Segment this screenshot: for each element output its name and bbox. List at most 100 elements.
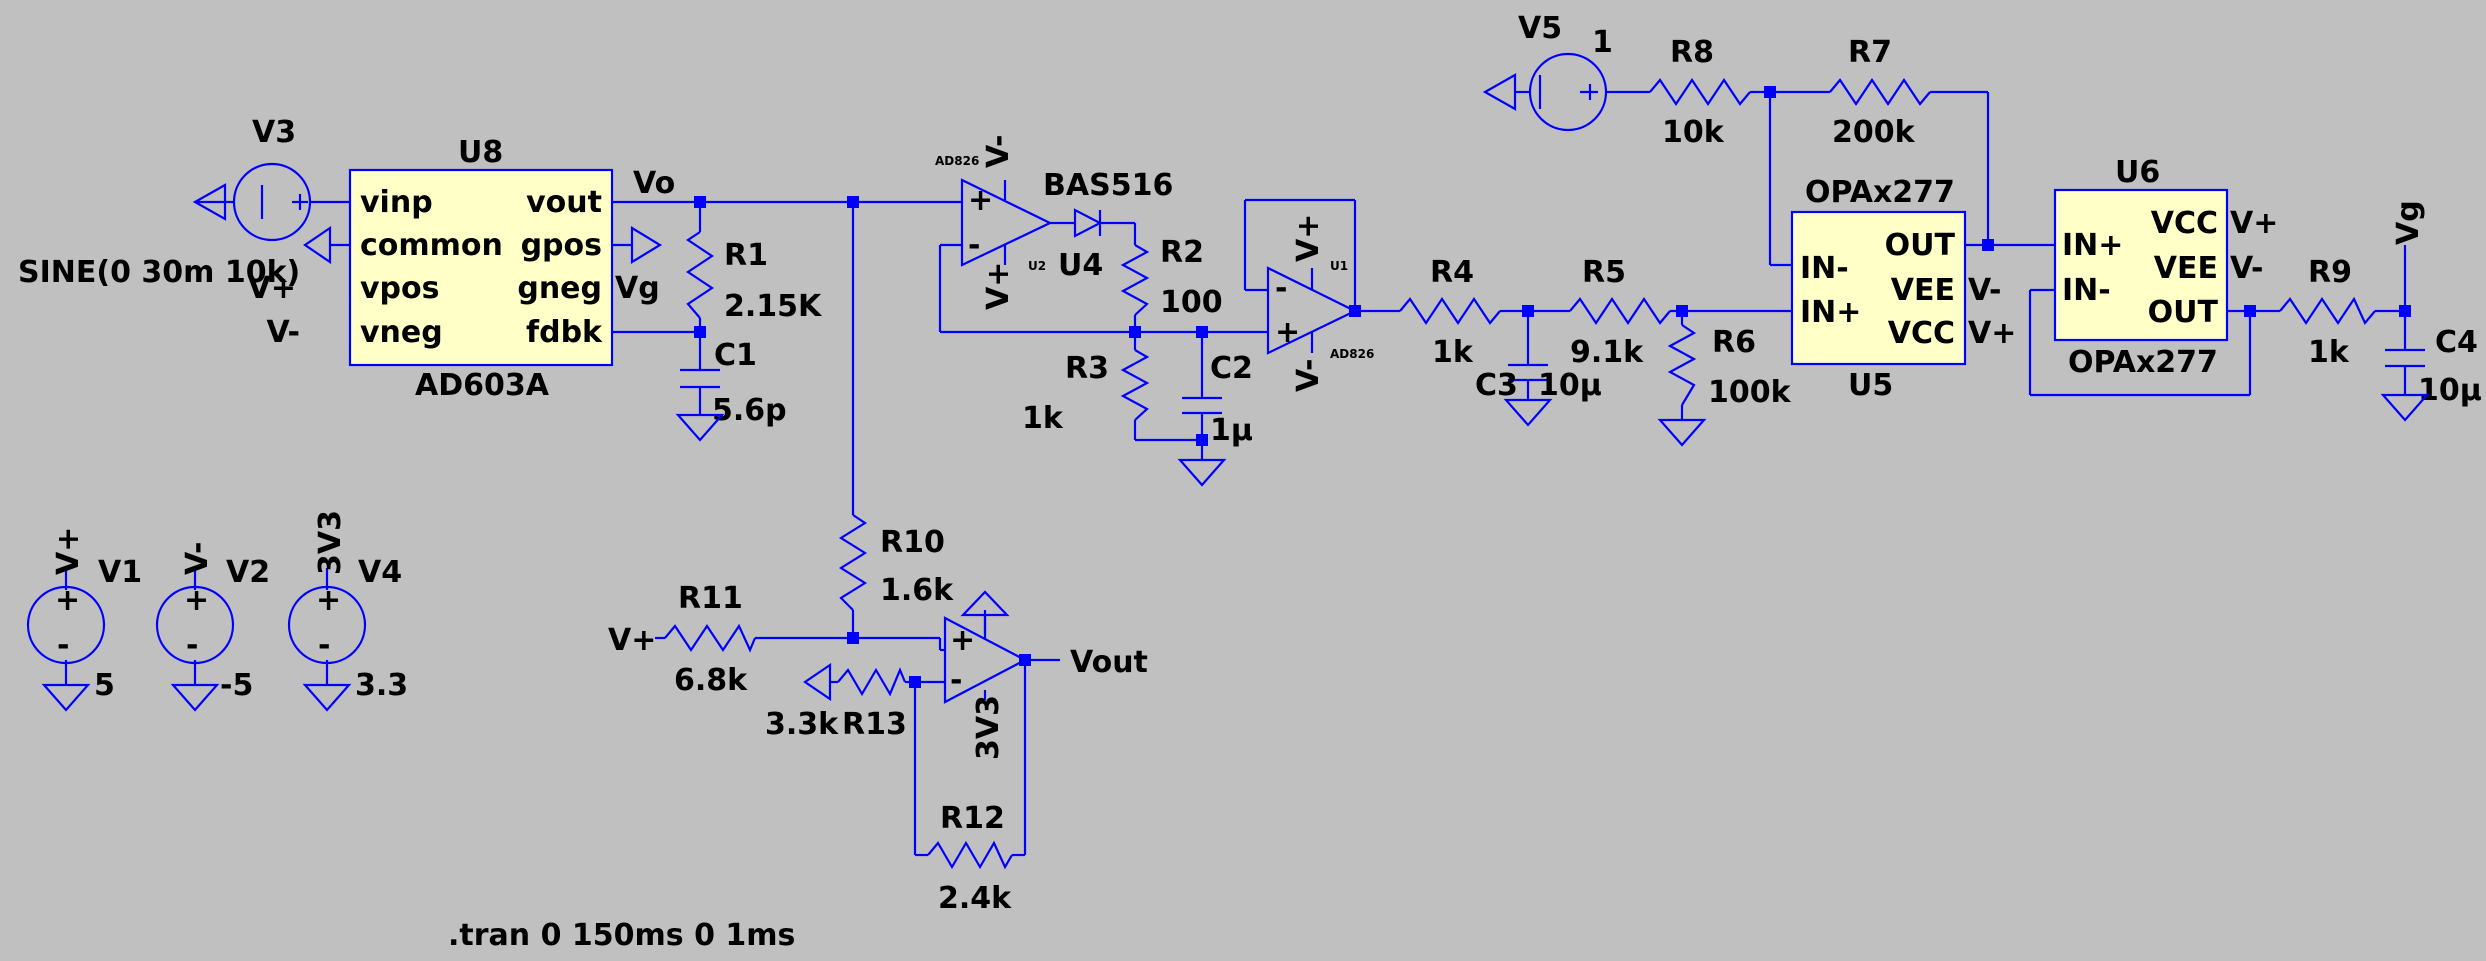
junction-dots	[694, 86, 2411, 688]
u8-pin-fdbk: fdbk	[526, 315, 603, 350]
u1-vplus: V+	[1291, 214, 1326, 262]
u2-opamp[interactable]: + - AD826 U2 V- V+	[935, 135, 1053, 311]
r8-name: R8	[1670, 35, 1714, 70]
r6-resistor[interactable]: R6 100k	[1667, 324, 1792, 410]
r11-vplus-net: V+	[608, 623, 656, 658]
r2-resistor[interactable]: R2 100	[1120, 235, 1223, 320]
svg-text:-: -	[57, 628, 69, 663]
common-ground-arrow	[303, 225, 332, 265]
ground-icon	[170, 683, 220, 712]
u8-vneg-net: V-	[267, 315, 301, 350]
u2-vplus: V+	[981, 262, 1016, 310]
v2-name: V2	[226, 555, 270, 590]
ground-icon	[302, 683, 352, 712]
u6-pin-vee: VEE	[2154, 251, 2218, 286]
u2-name: U2	[1028, 259, 1046, 273]
c2-capacitor[interactable]: C2 1µ	[1182, 351, 1253, 448]
u1-opamp[interactable]: - + U1 AD826 V+ V-	[1266, 214, 1374, 392]
c4-name: C4	[2435, 325, 2478, 360]
v1-name: V1	[98, 555, 142, 590]
r10-name: R10	[880, 525, 945, 560]
r3-name: R3	[1065, 351, 1109, 386]
u1-model: AD826	[1330, 347, 1374, 361]
r5-name: R5	[1582, 255, 1626, 290]
r11-resistor[interactable]: R11 6.8k	[664, 581, 757, 698]
r7-resistor[interactable]: R7 200k	[1829, 35, 1931, 150]
u5-pin-inplus: IN+	[1800, 295, 1861, 330]
u8-gneg-net: Vg	[615, 271, 660, 306]
r4-value: 1k	[1432, 335, 1474, 370]
c3-value: 10µ	[1538, 368, 1602, 403]
r5-value: 9.1k	[1570, 335, 1644, 370]
r4-resistor[interactable]: R4 1k	[1399, 255, 1501, 370]
ground-icon	[960, 590, 1010, 617]
c3-capacitor[interactable]: C3 10µ	[1475, 363, 1602, 403]
u6-vee-net: V-	[2230, 251, 2264, 286]
u5-pin-out: OUT	[1885, 228, 1956, 263]
u4-diode[interactable]: BAS516 U4	[1043, 168, 1173, 283]
svg-text:+: +	[1275, 315, 1300, 350]
u8-vpos-net: V+	[248, 271, 296, 306]
u1-name: U1	[1330, 259, 1348, 273]
r12-resistor[interactable]: R12 2.4k	[927, 801, 1013, 916]
c4-capacitor[interactable]: C4 10µ	[2385, 325, 2482, 408]
r1-resistor[interactable]: R1 2.15K	[686, 231, 823, 324]
u5-opax277[interactable]: OPAx277 U5 IN- IN+ OUT VEE VCC	[1790, 175, 1967, 403]
r1-value: 2.15K	[724, 289, 823, 324]
u8-pin-gneg: gneg	[517, 271, 602, 306]
r9-resistor[interactable]: R9 1k	[2279, 255, 2376, 370]
u6-opax277[interactable]: U6 OPAx277 IN+ IN- VCC VEE OUT	[2053, 155, 2229, 380]
r12-value: 2.4k	[938, 881, 1012, 916]
u6-name: U6	[2115, 155, 2160, 190]
ground-icon	[675, 413, 725, 442]
svg-text:+: +	[950, 623, 975, 658]
v4-source[interactable]: + - V4 3V3 3.3	[287, 510, 408, 703]
spice-directive[interactable]: .tran 0 150ms 0 1ms	[448, 918, 795, 953]
u6-pin-inminus: IN-	[2062, 273, 2111, 308]
svg-text:-: -	[318, 628, 330, 663]
u2-vminus: V-	[981, 135, 1016, 169]
v5-source[interactable]: V5 1	[1482, 11, 1613, 132]
v1-source[interactable]: + - V1 V+ 5	[26, 527, 142, 703]
v4-name: V4	[358, 555, 402, 590]
c3-name: C3	[1475, 368, 1518, 403]
r5-resistor[interactable]: R5 9.1k	[1569, 255, 1671, 370]
r8-resistor[interactable]: R8 10k	[1649, 35, 1751, 150]
r11-name: R11	[678, 581, 743, 616]
r2-name: R2	[1160, 235, 1204, 270]
u6-pin-out: OUT	[2148, 295, 2219, 330]
svg-text:-: -	[950, 663, 962, 698]
r9-name: R9	[2308, 255, 2352, 290]
r4-name: R4	[1430, 255, 1474, 290]
u5-pin-inminus: IN-	[1800, 251, 1849, 286]
svg-text:+: +	[184, 583, 209, 618]
r7-name: R7	[1848, 35, 1892, 70]
ground-icon	[41, 683, 91, 712]
v4-net: 3V3	[313, 510, 348, 575]
u8-pin-common: common	[360, 228, 503, 263]
bottom-opamp-supply: 3V3	[971, 695, 1006, 760]
ground-icon	[1503, 398, 1553, 427]
ground-icon	[1657, 418, 1707, 447]
v1-net: V+	[51, 527, 86, 575]
u5-pin-vee: VEE	[1891, 273, 1955, 308]
u5-vcc-net: V+	[1968, 316, 2016, 351]
v2-value: -5	[220, 668, 253, 703]
net-label-vo: Vo	[633, 166, 675, 201]
u6-vcc-net: V+	[2230, 206, 2278, 241]
r3-resistor[interactable]: R3 1k	[1022, 349, 1150, 436]
v1-value: 5	[94, 668, 115, 703]
r2-value: 100	[1160, 285, 1223, 320]
v3-source[interactable]: V3 SINE(0 30m 10k)	[18, 115, 312, 290]
r10-resistor[interactable]: R10 1.6k	[838, 514, 954, 611]
svg-text:+: +	[316, 583, 341, 618]
v2-source[interactable]: + - V2 V- -5	[155, 542, 270, 704]
u8-ad603a[interactable]: U8 AD603A vinp common vpos vneg vout gpo…	[303, 135, 663, 403]
u8-model: AD603A	[415, 368, 550, 403]
c1-capacitor[interactable]: C1 5.6p	[680, 338, 787, 428]
u8-pin-vout: vout	[526, 185, 602, 220]
v3-value: SINE(0 30m 10k)	[18, 255, 300, 290]
r13-resistor[interactable]: 3.3k R13	[765, 662, 907, 742]
bottom-opamp[interactable]: + - 3V3	[943, 590, 1028, 760]
